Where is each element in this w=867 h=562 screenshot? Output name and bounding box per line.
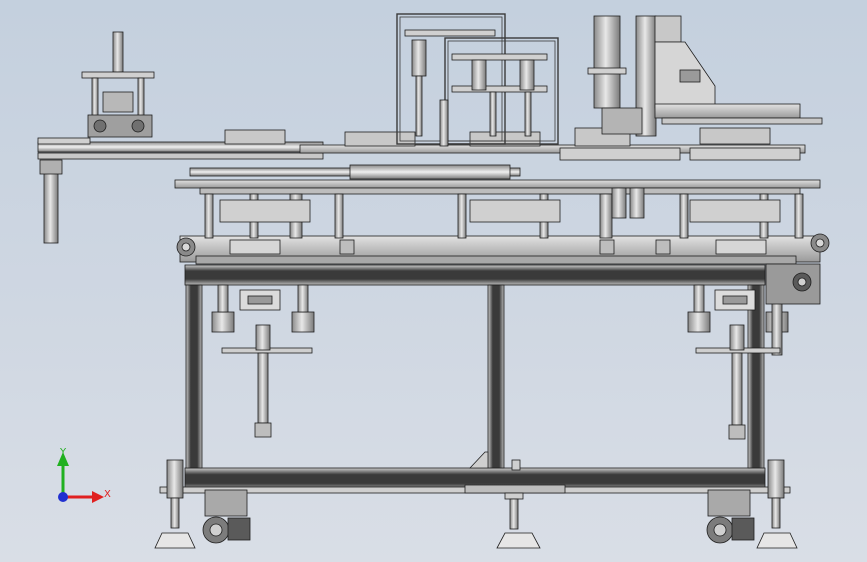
right-press-unit [587, 15, 823, 219]
leveling-feet [154, 459, 798, 549]
x-axis-label: X [104, 489, 111, 500]
caster-wheels [202, 489, 755, 544]
fixture-nests [224, 127, 771, 147]
main-table-plate [174, 179, 821, 239]
y-axis-label: Y [59, 447, 67, 458]
coordinate-triad: Y X [57, 447, 111, 503]
z-axis-dot [58, 492, 68, 502]
upper-rails [37, 141, 806, 180]
lower-cylinders [211, 284, 789, 471]
lower-frame [159, 264, 791, 494]
conveyor-deck [176, 233, 830, 305]
left-pick-and-place [37, 31, 155, 244]
gantry-frames [396, 13, 559, 147]
